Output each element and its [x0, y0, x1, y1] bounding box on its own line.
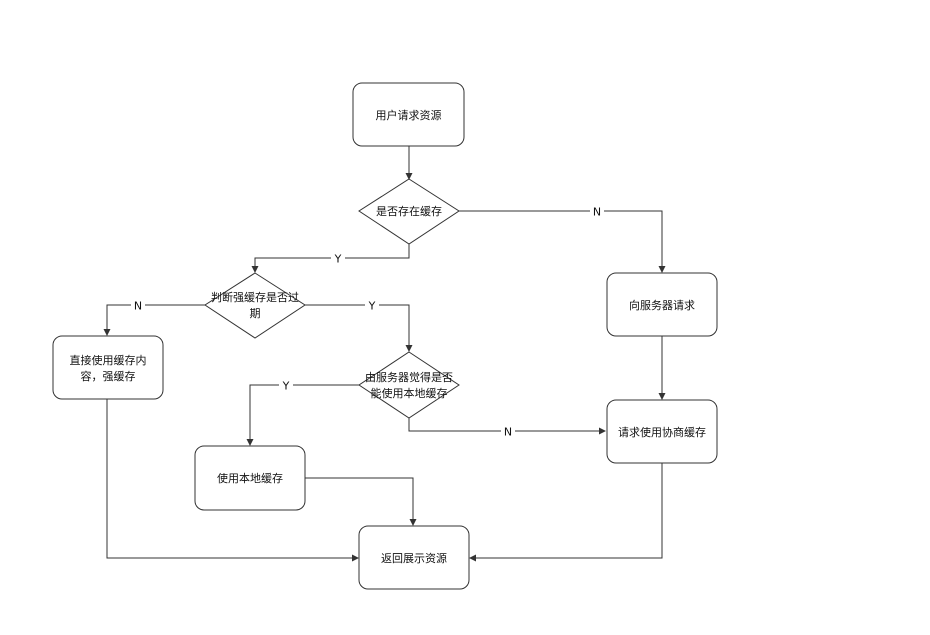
node-return[interactable]: 返回展示资源	[358, 525, 470, 590]
node-use-local[interactable]: 使用本地缓存	[194, 445, 306, 511]
svg-text:N: N	[593, 206, 601, 219]
svg-text:期: 期	[250, 307, 261, 320]
svg-text:返回展示资源: 返回展示资源	[381, 551, 447, 565]
svg-text:N: N	[504, 426, 512, 439]
label-server-yes: Y	[279, 379, 293, 393]
edge-strong-to-return	[106, 399, 359, 562]
edge-strong-yes	[305, 304, 413, 352]
edge-start-to-has-cache	[405, 146, 413, 180]
svg-text:用户请求资源: 用户请求资源	[376, 108, 442, 122]
edge-has-cache-no	[459, 210, 666, 273]
node-has-cache[interactable]: 是否存在缓存	[358, 178, 460, 245]
label-strong-no: N	[131, 299, 145, 313]
svg-text:容，强缓存: 容，强缓存	[81, 369, 136, 383]
label-has-cache-no: N	[590, 205, 604, 219]
svg-text:N: N	[134, 300, 142, 313]
label-strong-yes: Y	[365, 299, 379, 313]
node-negotiate[interactable]: 请求使用协商缓存	[606, 399, 718, 464]
node-server-decide[interactable]: 由服务器觉得是否 能使用本地缓存	[358, 351, 460, 419]
node-start[interactable]: 用户请求资源	[352, 82, 465, 147]
svg-text:Y: Y	[334, 253, 342, 266]
svg-text:Y: Y	[368, 300, 376, 313]
edge-server-no	[408, 418, 606, 435]
svg-text:Y: Y	[282, 380, 290, 393]
edge-server-yes	[246, 384, 359, 446]
edge-negotiate-to-return	[469, 463, 663, 562]
node-use-strong[interactable]: 直接使用缓存内 容，强缓存	[52, 335, 164, 400]
svg-text:能使用本地缓存: 能使用本地缓存	[371, 386, 448, 400]
node-request-server[interactable]: 向服务器请求	[606, 272, 718, 337]
svg-text:向服务器请求: 向服务器请求	[629, 298, 695, 312]
svg-text:请求使用协商缓存: 请求使用协商缓存	[618, 425, 706, 439]
svg-text:直接使用缓存内: 直接使用缓存内	[70, 353, 147, 367]
node-check-strong[interactable]: 判断强缓存是否过 期	[204, 272, 306, 339]
svg-text:是否存在缓存: 是否存在缓存	[376, 204, 442, 218]
edge-local-to-return	[305, 477, 417, 526]
svg-text:判断强缓存是否过: 判断强缓存是否过	[211, 290, 299, 304]
label-has-cache-yes: Y	[331, 252, 345, 266]
label-server-no: N	[501, 425, 515, 439]
edge-has-cache-yes	[251, 244, 410, 273]
svg-text:使用本地缓存: 使用本地缓存	[217, 471, 283, 485]
edge-request-to-negotiate	[658, 336, 666, 400]
svg-text:由服务器觉得是否: 由服务器觉得是否	[365, 370, 453, 384]
edge-strong-no	[103, 304, 205, 336]
